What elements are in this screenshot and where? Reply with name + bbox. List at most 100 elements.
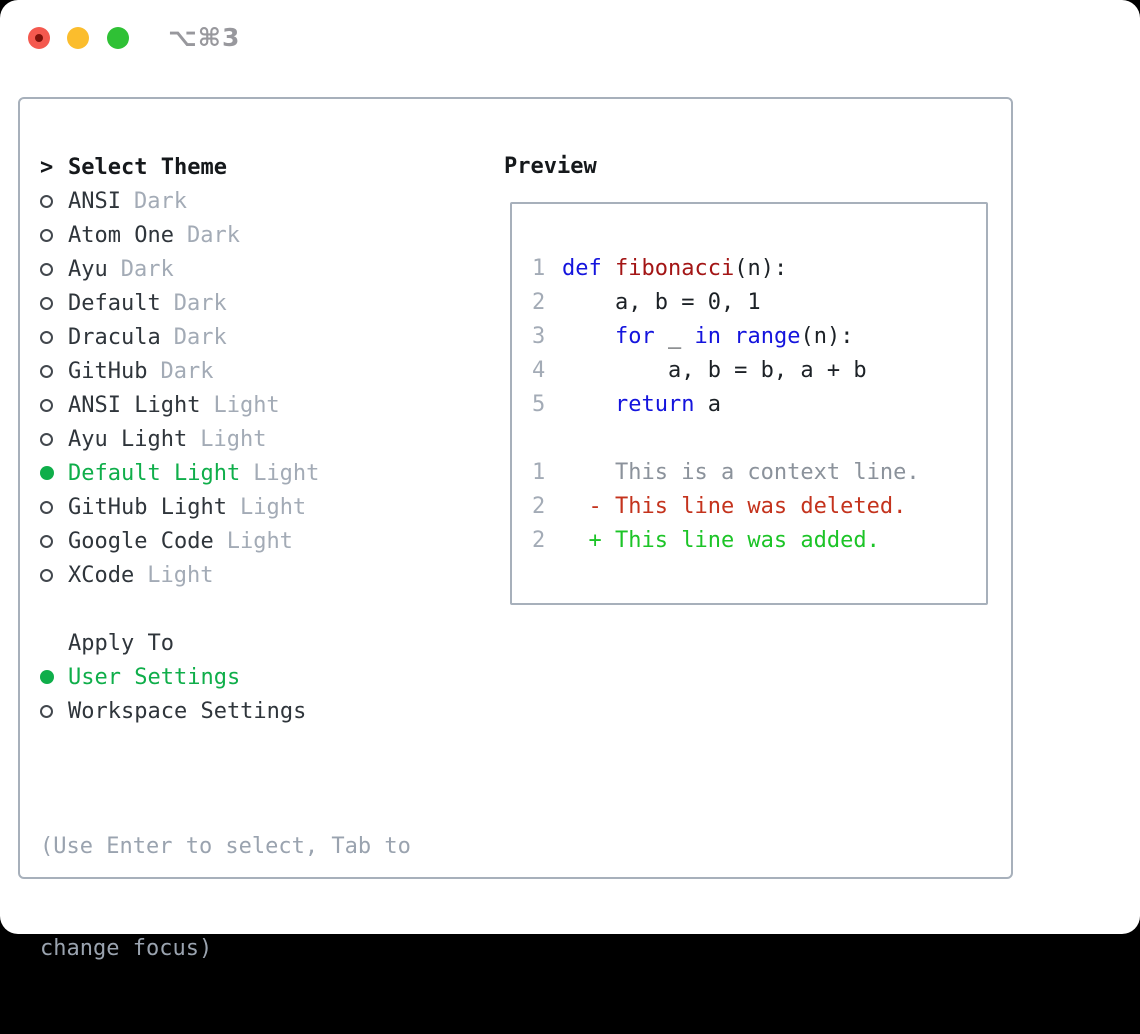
radio-icon [40,568,53,582]
code-segment: for [614,324,655,349]
select-theme-title: Select Theme [68,154,227,180]
radio-icon [40,704,53,718]
theme-name: GitHub [68,358,148,384]
radio-marker [40,330,68,344]
code-line: 2 a, b = 0, 1 [532,286,986,320]
theme-name: Atom One [68,222,174,248]
code-segment: _ [654,324,695,349]
radio-marker [40,398,68,412]
code-segment: def [562,256,602,281]
unsaved-dot-icon [35,34,43,42]
radio-marker [40,500,68,514]
line-number [532,422,562,456]
line-number: 1 [532,460,546,485]
radio-marker [40,670,68,684]
radio-icon [40,296,53,310]
code-line: 4 a, b = b, a + b [532,354,986,388]
theme-variant: Dark [186,222,240,248]
theme-option-xcode[interactable]: XCode Light [40,558,319,592]
close-button[interactable] [28,27,50,49]
radio-selected-icon [40,466,54,480]
code-segment [721,324,734,349]
radio-marker [40,228,68,242]
code-segment: (n): [734,256,788,281]
code-text: def fibonacci(n): [562,252,787,286]
theme-name: Ayu Light [68,426,188,452]
radio-icon [40,194,53,208]
apply-option-workspace-settings[interactable]: Workspace Settings [40,694,306,728]
code-segment: return [614,392,695,417]
apply-to-header: Apply To [40,626,306,660]
theme-variant: Light [200,426,267,452]
code-segment: - This line was deleted. [562,494,907,519]
theme-variant: Dark [173,324,227,350]
code-text: return a [562,388,721,422]
theme-name: Default Light [68,460,241,486]
line-number: 3 [532,324,546,349]
theme-name: Default [68,290,161,316]
theme-variant: Light [147,562,214,588]
apply-option-user-settings[interactable]: User Settings [40,660,306,694]
window-title: ⌥⌘3 [168,23,241,52]
line-number: 4 [532,358,546,383]
theme-name: GitHub Light [68,494,227,520]
radio-icon [40,330,53,344]
theme-variant: Light [213,392,280,418]
code-segment: (n): [800,324,854,349]
line-number: 2 [532,494,546,519]
select-theme-header: > Select Theme [40,150,319,184]
theme-option-github[interactable]: GitHub Dark [40,354,319,388]
apply-option-label: Workspace Settings [68,698,307,724]
code-segment [562,392,615,417]
minimize-button[interactable] [67,27,89,49]
radio-icon [40,500,53,514]
theme-variant: Dark [160,358,214,384]
code-segment: + This line was added. [562,528,880,553]
radio-marker [40,194,68,208]
radio-icon [40,364,53,378]
radio-marker [40,296,68,310]
radio-selected-icon [40,670,54,684]
line-number: 5 [532,392,546,417]
code-segment: a, b = 0, 1 [562,290,761,315]
theme-name: ANSI [68,188,121,214]
theme-name: Google Code [68,528,214,554]
radio-icon [40,534,53,548]
code-line [532,422,986,456]
code-segment [602,256,615,281]
code-segment [562,324,615,349]
apply-to-title: Apply To [68,630,174,656]
radio-icon [40,398,53,412]
theme-variant: Dark [133,188,187,214]
hint-line-2: change focus) [40,936,213,961]
theme-option-ansi[interactable]: ANSI Dark [40,184,319,218]
theme-name: XCode [68,562,135,588]
theme-option-ayu-light[interactable]: Ayu Light Light [40,422,319,456]
radio-icon [40,228,53,242]
zoom-button[interactable] [107,27,129,49]
preview-title: Preview [504,154,597,179]
code-line: 1 This is a context line. [532,456,986,490]
code-text: - This line was deleted. [562,490,906,524]
theme-name: Ayu [68,256,108,282]
code-segment: This is a context line. [562,460,920,485]
code-line: 2 - This line was deleted. [532,490,986,524]
code-segment: in [694,324,721,349]
theme-option-atom-one[interactable]: Atom One Dark [40,218,319,252]
theme-option-default-light[interactable]: Default Light Light [40,456,319,490]
code-line: 3 for _ in range(n): [532,320,986,354]
code-line: 5 return a [532,388,986,422]
code-text: + This line was added. [562,524,880,558]
theme-variant: Light [253,460,320,486]
